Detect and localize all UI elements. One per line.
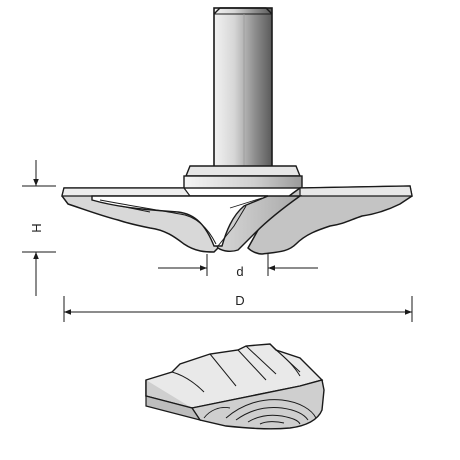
cutter-body bbox=[61, 185, 413, 255]
shank-body bbox=[213, 7, 273, 169]
height-dimension: H bbox=[22, 160, 56, 296]
wood-profile-sample bbox=[145, 343, 325, 430]
collar bbox=[183, 165, 303, 189]
d-label: d bbox=[236, 264, 243, 279]
shank-chamfer bbox=[213, 7, 273, 15]
height-label: H bbox=[29, 223, 44, 232]
small-diameter-dimension: d bbox=[158, 254, 318, 279]
D-label: D bbox=[235, 293, 244, 308]
shank bbox=[213, 7, 273, 169]
wood-front-face bbox=[145, 379, 325, 430]
diameter-dimension: D bbox=[63, 293, 413, 322]
